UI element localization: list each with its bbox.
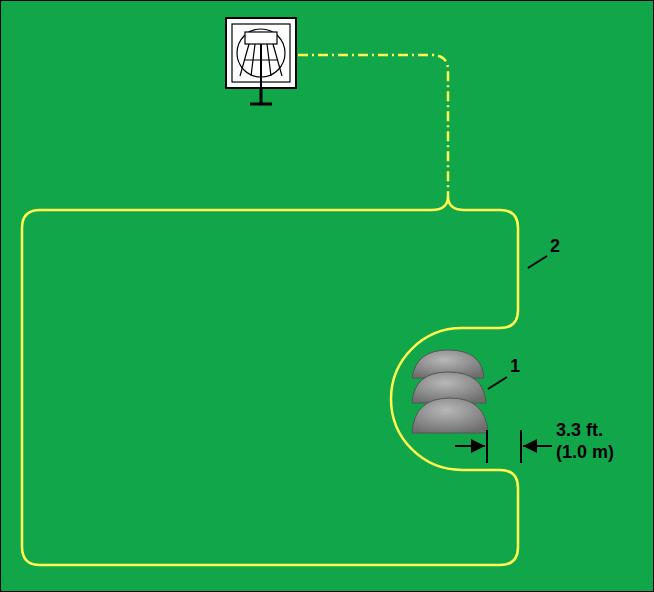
dimension-marks	[455, 430, 552, 463]
dimension-label: 3.3 ft. (1.0 m)	[556, 420, 634, 463]
callout-number: 1	[510, 356, 520, 378]
guide-wire	[298, 55, 448, 196]
leader-line	[528, 256, 547, 268]
rocks	[412, 350, 488, 433]
leader-line	[488, 377, 507, 389]
charging-station	[226, 18, 296, 104]
boundary-wire	[22, 196, 518, 565]
callout-number: 2	[550, 236, 560, 258]
